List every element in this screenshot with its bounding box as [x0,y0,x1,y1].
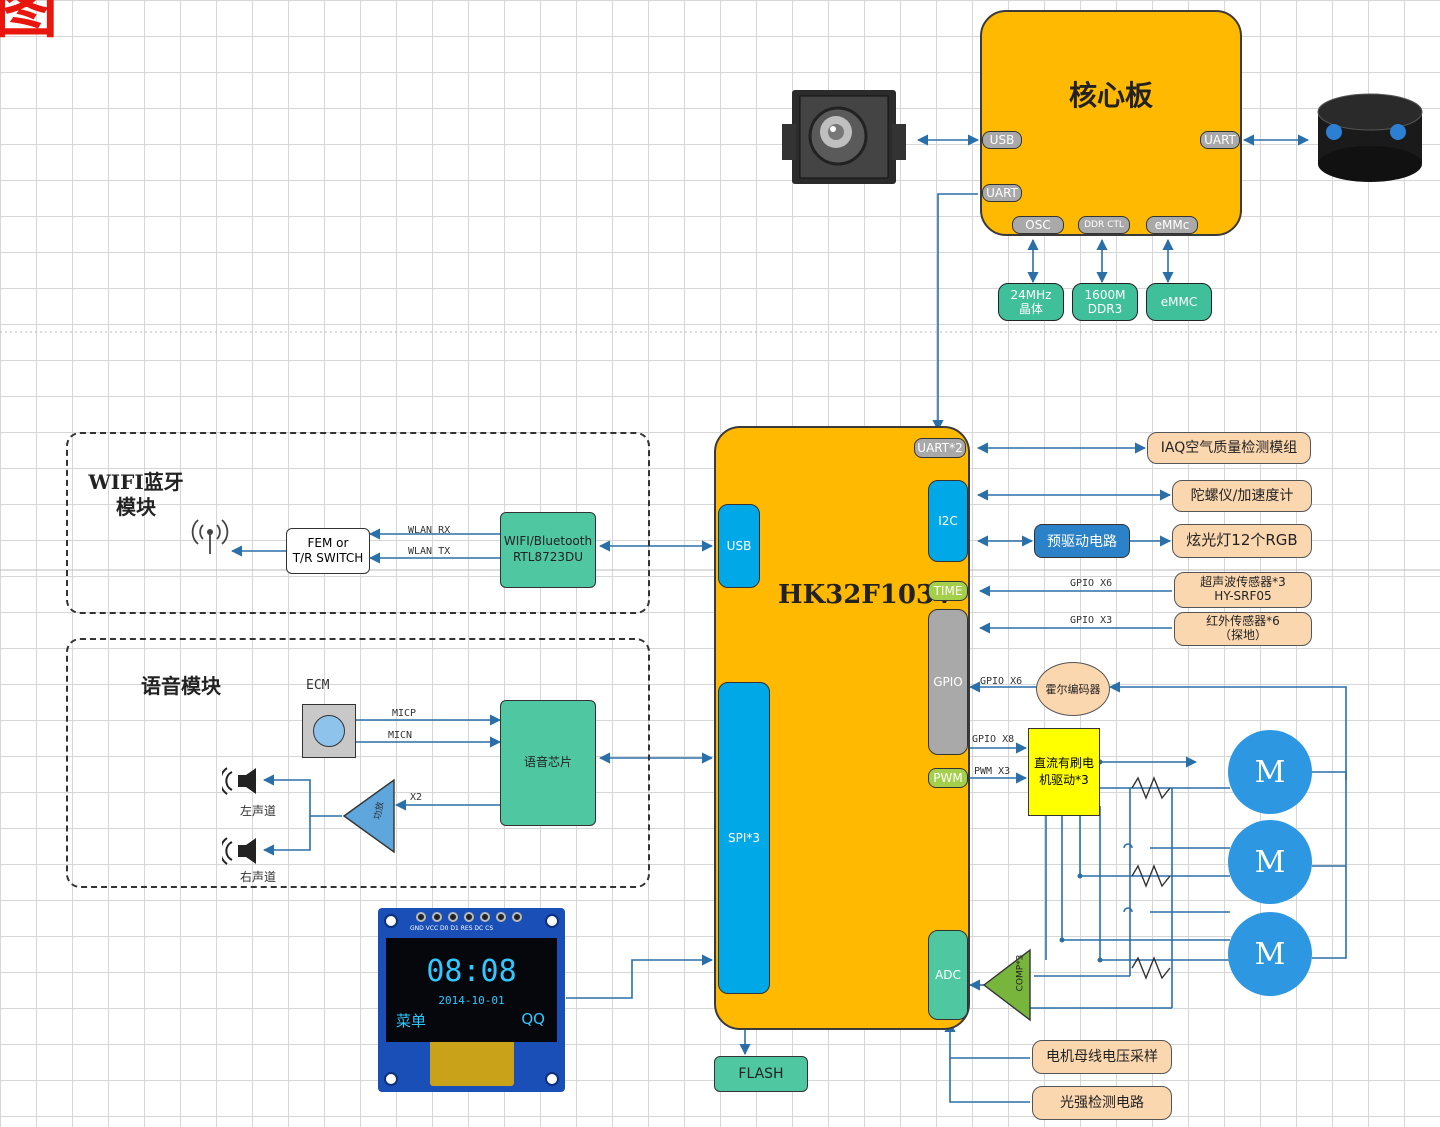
audio-module-group [66,638,650,888]
svg-text:功放: 功放 [371,801,386,821]
hall-encoder-box: 霍尔编码器 [1036,662,1110,716]
gpio-x6-label-b: GPIO X6 [980,676,1023,687]
ddr3-box: 1600M DDR3 [1072,283,1138,321]
amplifier-triangle [342,778,395,854]
motor-3: M [1228,912,1312,996]
motor-1: M [1228,730,1312,814]
flash-box: FLASH [714,1056,808,1092]
infrared-box: 红外传感器*6 （探地） [1174,612,1312,646]
right-channel-label: 右声道 [240,870,277,884]
ecm-label: ECM [306,678,330,693]
camera-image [782,80,906,190]
left-channel-label: 左声道 [240,804,277,818]
oled-qq: QQ [521,1010,545,1028]
amp-gain-label: X2 [410,792,423,803]
microphone-icon [302,704,356,758]
mcu-port-usb: USB [718,504,760,588]
wlan-tx-label: WLAN TX [408,546,451,557]
oled-date: 2014-10-01 [438,994,505,1007]
rgb-light-box: 炫光灯12个RGB [1172,524,1312,558]
wifi-module-title: WIFI蓝牙 模块 [88,470,184,519]
audio-module-title: 语音模块 [141,674,221,698]
oled-menu: 菜单 [396,1012,427,1030]
core-port-emmc: eMMc [1146,216,1198,234]
oled-ribbon [430,1034,514,1086]
core-port-uart-right: UART [1200,131,1240,149]
core-port-uart-left: UART [982,184,1022,202]
mcu-port-uart2: UART*2 [914,438,966,458]
oled-mount-hole [384,914,398,928]
antenna-icon [190,516,230,556]
oled-time: 08:08 [426,954,517,989]
fem-switch-box: FEM or T/R SWITCH [286,528,370,574]
wifi-module-group [66,432,650,614]
gyro-box: 陀螺仪/加速度计 [1172,480,1312,512]
emmc-box: eMMC [1146,283,1212,321]
mcu-title: HK32F103V [778,580,955,610]
oled-display-image: GND VCC D0 D1 RES DC CS 08:08 2014-10-01… [378,908,565,1092]
crystal-box: 24MHz 晶体 [998,283,1064,321]
core-port-ddr: DDR CTL [1078,216,1130,234]
mcu-port-gpio: GPIO [928,609,968,755]
oled-mount-hole [545,1072,559,1086]
oled-screen: 08:08 2014-10-01 菜单 QQ [386,938,557,1042]
micp-label: MICP [392,708,417,719]
codec-chip-box: 语音芯片 [500,700,596,826]
wifi-chip-box: WIFI/Bluetooth RTL8723DU [500,512,596,588]
mcu-port-spi: SPI*3 [718,682,770,994]
core-board-title: 核心板 [1068,79,1153,112]
core-port-usb: USB [982,131,1022,149]
bus-voltage-box: 电机母线电压采样 [1032,1040,1172,1074]
mcu-port-time: TIME [928,581,968,601]
page-title-fragment: 图 [0,0,58,47]
gpio-x8-label: GPIO X8 [972,734,1015,745]
pwm-x3-label: PWM X3 [974,766,1011,777]
comparator-label: COMP*3 [1015,954,1026,992]
oled-mount-hole [545,914,559,928]
core-port-osc: OSC [1012,216,1064,234]
lidar-image [1312,90,1428,190]
motor-driver-box: 直流有刷电 机驱动*3 [1028,728,1100,816]
wlan-rx-label: WLAN RX [408,525,451,536]
speaker-left-icon [219,766,264,796]
gpio-x6-label-a: GPIO X6 [1070,578,1113,589]
ultrasonic-box: 超声波传感器*3 HY-SRF05 [1174,572,1312,608]
light-detect-box: 光强检测电路 [1032,1086,1172,1120]
core-board: 核心板 [980,10,1242,236]
comparator-triangle [982,948,1031,1022]
predriver-box: 预驱动电路 [1034,524,1130,558]
oled-pin-labels: GND VCC D0 D1 RES DC CS [410,925,494,932]
oled-mount-hole [384,1072,398,1086]
mcu-port-adc: ADC [928,930,968,1020]
gpio-x3-label: GPIO X3 [1070,615,1113,626]
iaq-module-box: IAQ空气质量检测模组 [1147,432,1311,464]
mcu-port-i2c: I2C [928,480,968,562]
motor-2: M [1228,820,1312,904]
speaker-right-icon [219,836,264,866]
mcu-port-pwm: PWM [928,768,968,788]
micn-label: MICN [388,730,413,741]
